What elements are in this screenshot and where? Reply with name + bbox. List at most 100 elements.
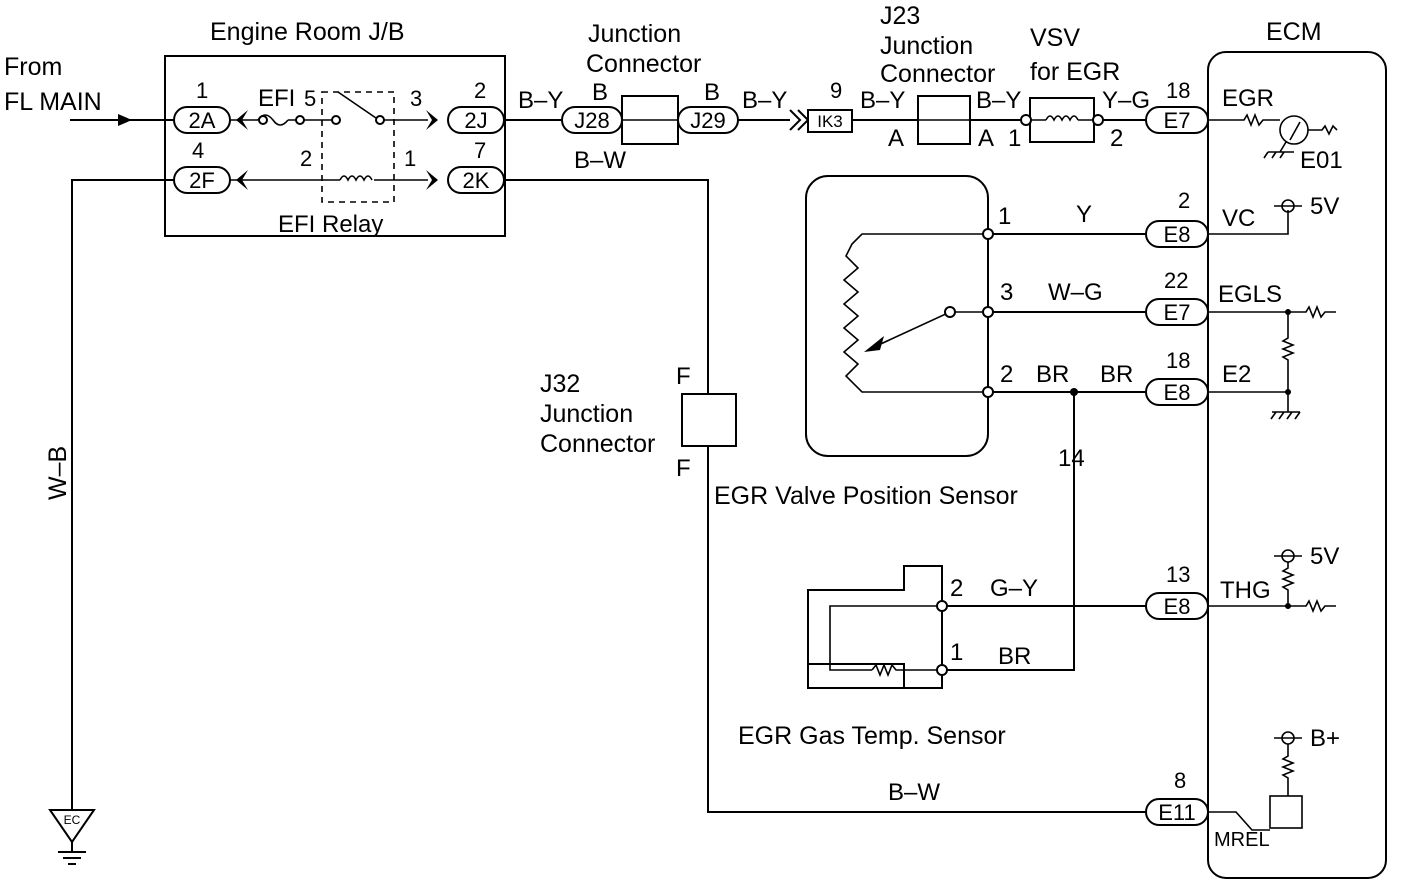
junction-connector: Junction Connector B B J28 J29 [561, 20, 739, 145]
relay-contact-right [375, 115, 385, 125]
ecm-connector-oval [1145, 106, 1209, 134]
ecm-thg-resistor [1280, 562, 1296, 606]
connector-j28-code: J28 [574, 108, 609, 133]
connector-2j: 2 2J [447, 78, 505, 134]
connector-2a-code: 2A [189, 108, 216, 133]
chevron-left-icon [236, 110, 248, 130]
ecm-mrel-line [1208, 811, 1270, 831]
relay-coil-symbol [339, 175, 373, 182]
engine-room-jb: Engine Room J/B EFI Relay EFI 5 3 2 1 1 … [164, 18, 506, 238]
ecm-connector-code: E11 [1158, 800, 1196, 825]
wire-br-label-2: BR [1100, 361, 1133, 388]
vsv-terminal-1 [1020, 114, 1032, 126]
connector-ik3-num: 9 [830, 78, 842, 103]
ecm-mrel-label: MREL [1214, 829, 1270, 851]
sensor-pin-1: 1 [998, 203, 1011, 230]
connector-2f: 4 2F [173, 138, 231, 194]
ground-icon [58, 842, 86, 865]
ground-triangle [48, 809, 96, 844]
wb-ground-circuit: W–B EC [44, 179, 174, 865]
wire-wg-label: W–G [1048, 279, 1103, 306]
j23-title-1: J23 [880, 2, 920, 30]
efi-fuse-terminal-b [295, 115, 305, 125]
wiper-node [944, 306, 956, 318]
chevron-left-icon [236, 170, 248, 190]
vsv-pin-1: 1 [1008, 125, 1021, 152]
ecm-connector-e7-egr: 18 E7 [1145, 78, 1209, 134]
sensor-terminal-3 [982, 306, 994, 318]
connector-2j-code: 2J [464, 108, 487, 133]
junction-connector-title-2: Connector [586, 50, 701, 78]
wire-by-label-1: B–Y [518, 87, 563, 114]
ecm-e2-resistor [1280, 312, 1296, 392]
relay-pin-2: 2 [300, 146, 312, 171]
ecm-connector-oval [1145, 220, 1209, 248]
j23-pin-a-left: A [888, 125, 904, 152]
ground-icon [1263, 141, 1294, 159]
egr-gas-sensor-thermistor [871, 662, 942, 678]
connector-2k-code: 2K [463, 168, 490, 193]
ecm-connector-num: 18 [1166, 348, 1190, 373]
ecm-connector-code: E8 [1164, 594, 1191, 619]
wb-wire-label: W–B [44, 446, 72, 500]
wire-by-label-4: B–Y [976, 87, 1021, 114]
connector-ik3: 9 IK3 [807, 78, 853, 133]
connector-2f-code: 2F [189, 168, 215, 193]
ecm-mrel-driver [1269, 795, 1303, 829]
junction-pin-b-right: B [704, 79, 720, 106]
relay-pin-3: 3 [410, 86, 422, 111]
ecm-connector-e8-thg: 13 E8 [1145, 562, 1209, 620]
wire-bw-j32-to-ecm [707, 446, 1146, 813]
j32-pin-bottom: F [676, 455, 691, 482]
ecm-thg-line [1208, 598, 1336, 614]
j23-pin-a-right: A [978, 125, 994, 152]
vsv-coil-symbol [1045, 115, 1079, 122]
wb-wire [71, 179, 174, 810]
arrow-right-icon [118, 114, 132, 126]
egr-gas-sensor-title: EGR Gas Temp. Sensor [738, 722, 1006, 750]
ecm-egr-resistor [1208, 112, 1280, 128]
relay-pin-5: 5 [304, 86, 316, 111]
ecm-connector-num: 13 [1166, 562, 1190, 587]
wire-bw-label-top: B–W [574, 147, 626, 174]
ecm-connector-e7-egls: 22 E7 [1145, 268, 1209, 326]
gas-sensor-terminal-1 [936, 664, 948, 676]
wire-bw-2k-to-j32 [504, 179, 709, 394]
wire-by-label-2: B–Y [742, 87, 787, 114]
gas-sensor-terminal-2 [936, 600, 948, 612]
ecm-connector-num: 8 [1174, 768, 1186, 793]
ecm-bplus-label: B+ [1310, 725, 1340, 752]
ecm-title: ECM [1266, 18, 1322, 46]
ecm-connector-num: 2 [1178, 188, 1190, 213]
ecm-connector-e11-mrel: 8 E11 [1145, 768, 1209, 826]
chevron-right-icon [789, 109, 810, 131]
chevron-right-icon [426, 170, 438, 190]
relay-contact-left [331, 115, 341, 125]
engine-room-jb-title: Engine Room J/B [210, 18, 405, 46]
ecm-connector-oval [1145, 592, 1209, 620]
ecm-connector-oval [1145, 798, 1209, 826]
egr-valve-sensor-title: EGR Valve Position Sensor [714, 482, 1018, 510]
sensor-pin-2: 2 [1000, 361, 1013, 388]
ecm-connector-oval [1145, 298, 1209, 326]
j32-title-3: Connector [540, 430, 655, 458]
ecm-e2-node [1285, 389, 1291, 395]
ecm-mrel-resistor [1280, 744, 1296, 796]
egr-gas-sensor-body [807, 565, 943, 689]
ecm-egls-label: EGLS [1218, 281, 1282, 308]
egr-gas-sensor-loop [829, 605, 942, 671]
ecm: ECM EGR E01 VC 5V EGLS E2 THG 5V [1145, 18, 1387, 879]
vsv-title-2: for EGR [1030, 58, 1120, 86]
ecm-vc-line [1208, 210, 1289, 235]
relay-switch-arm [337, 91, 377, 119]
ecm-connector-code: E7 [1164, 300, 1191, 325]
wire-bw-label-bottom: B–W [888, 779, 940, 806]
ecm-connector-code: E7 [1164, 108, 1191, 133]
j32-title-1: J32 [540, 370, 580, 398]
ecm-connector-code: E8 [1164, 222, 1191, 247]
vsv-terminal-2 [1092, 114, 1104, 126]
j32-box [681, 393, 737, 447]
j32-pin-top: F [676, 363, 691, 390]
ecm-connector-num: 18 [1166, 78, 1190, 103]
